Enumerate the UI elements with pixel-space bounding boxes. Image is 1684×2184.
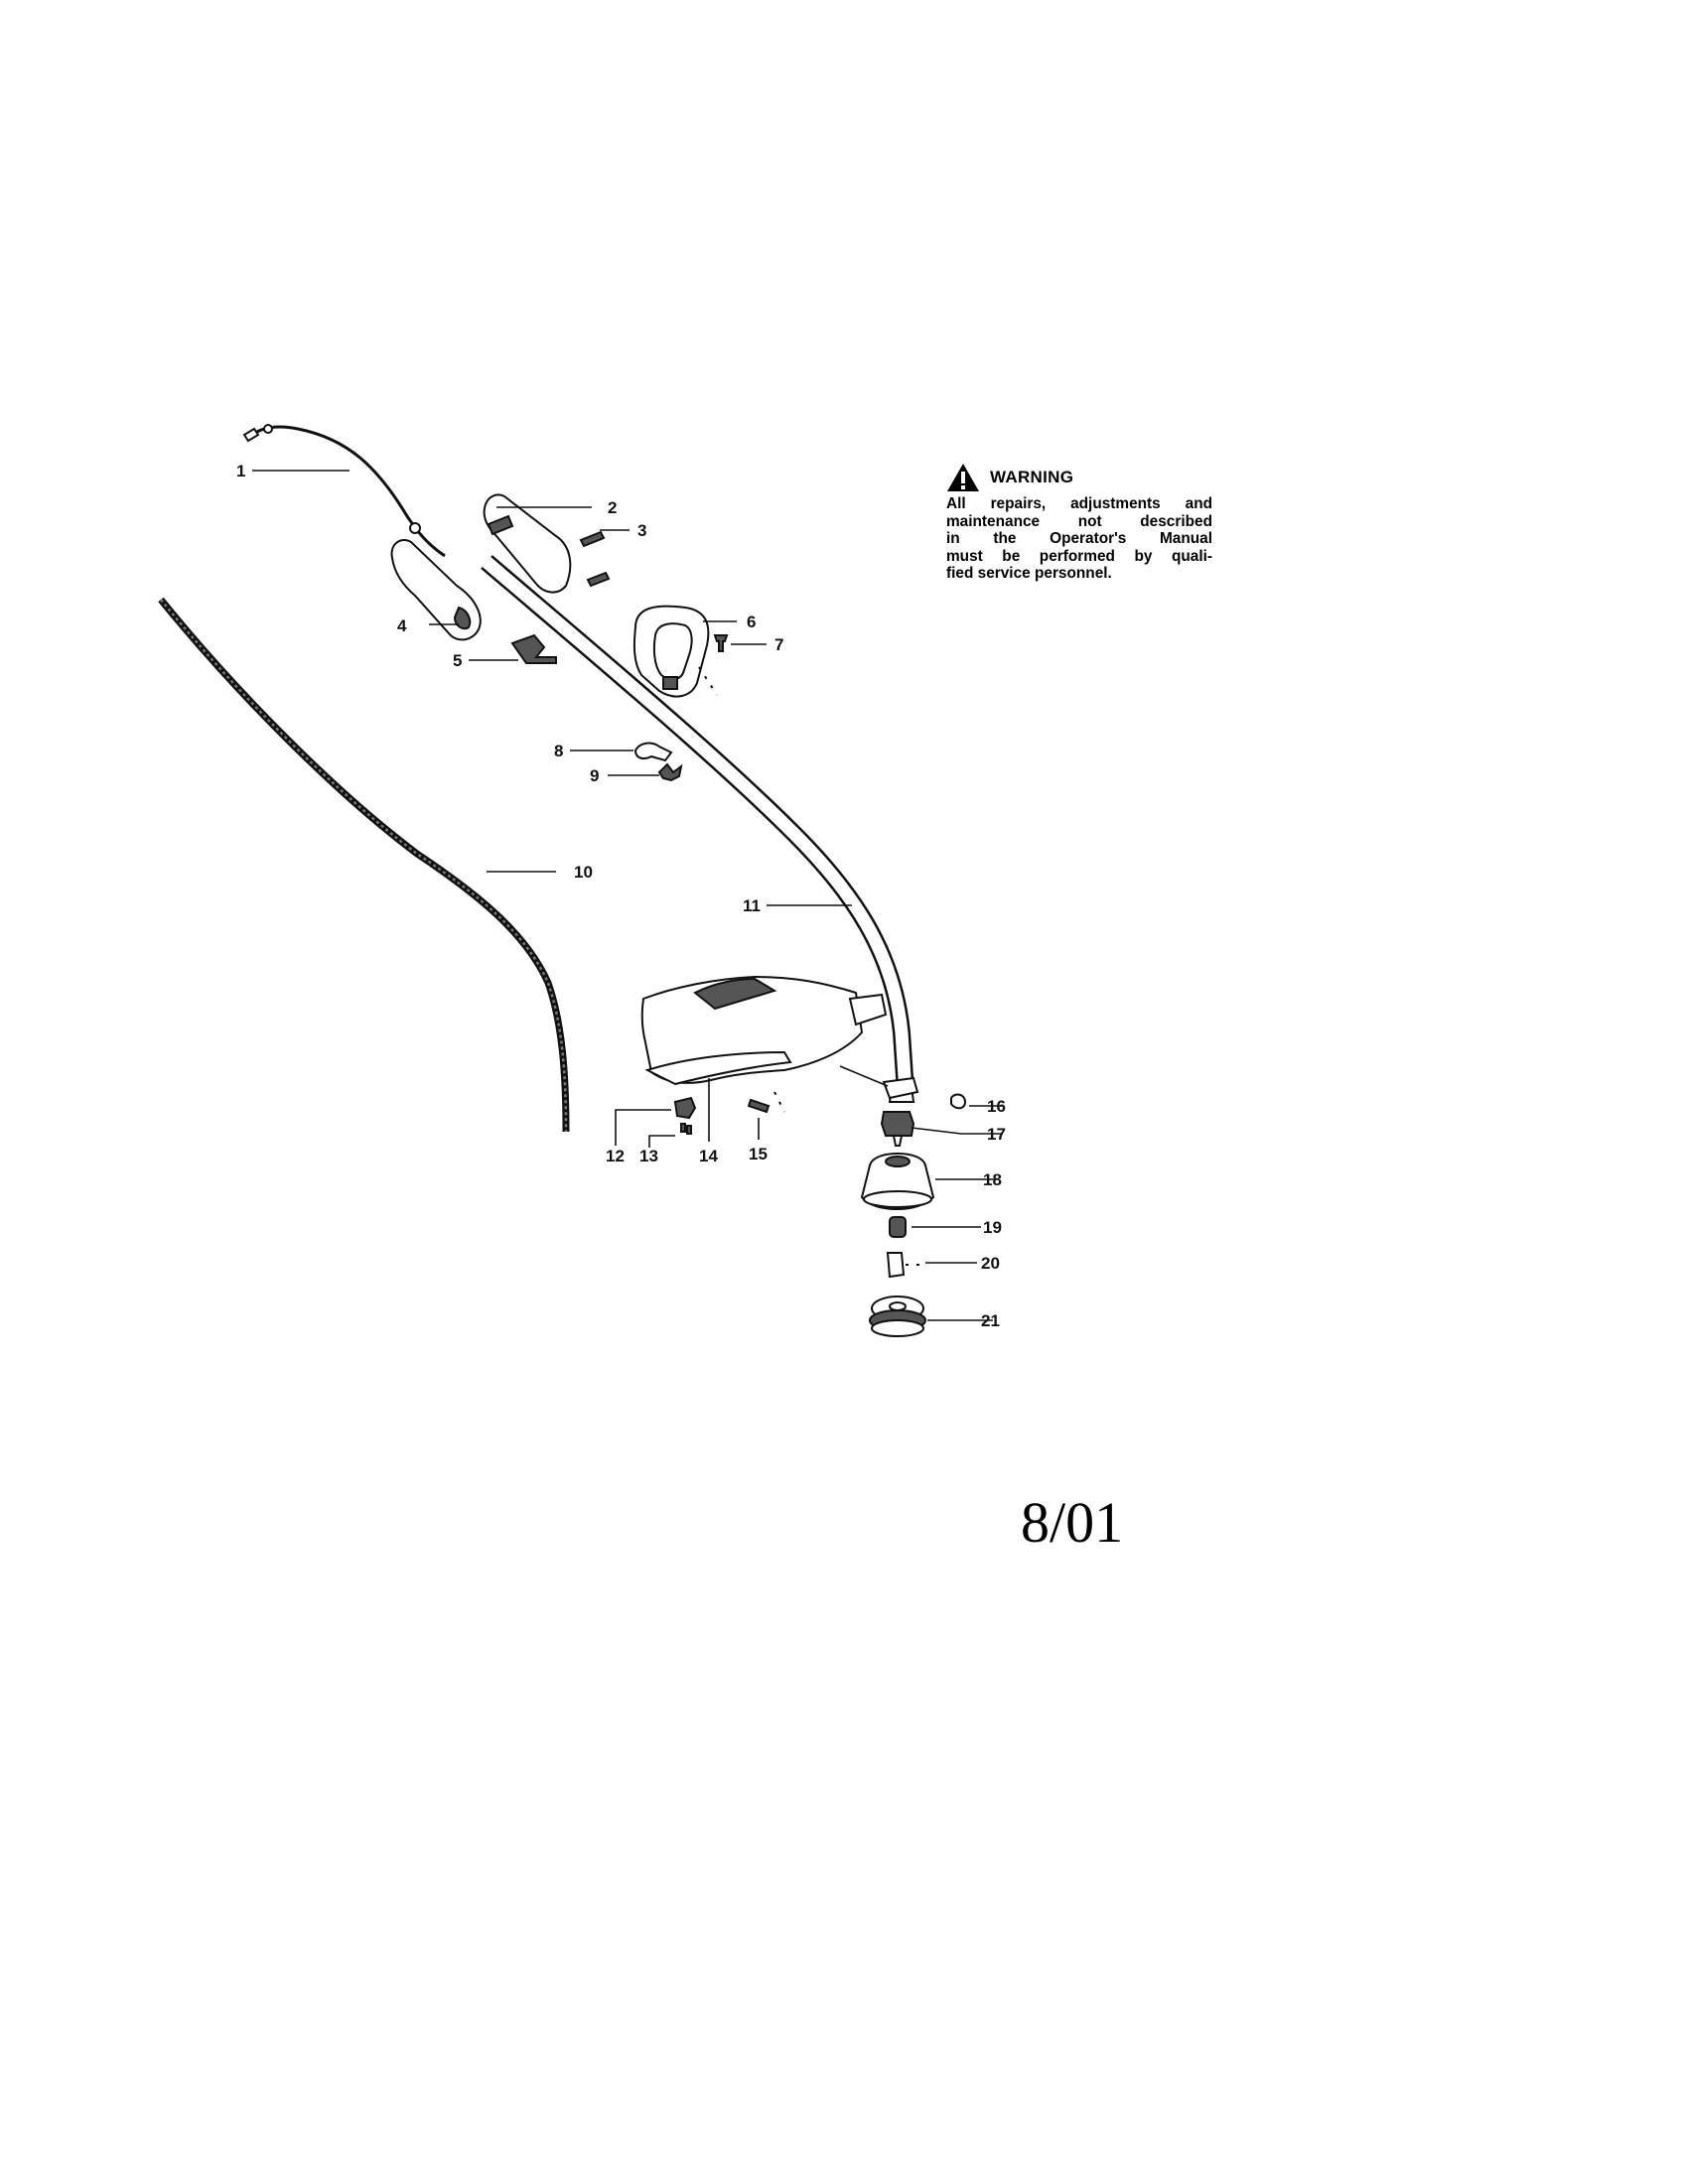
part-8-clamp <box>633 742 673 762</box>
part-18-head-housing <box>860 1152 935 1211</box>
part-19-spring <box>889 1216 907 1238</box>
part-7-handle-screw <box>698 634 729 696</box>
part-9-wing-nut <box>657 762 683 782</box>
callout-21: 21 <box>981 1311 1000 1330</box>
part-14-grass-shield <box>640 975 888 1086</box>
callout-7: 7 <box>774 635 783 654</box>
callout-12: 12 <box>606 1147 625 1165</box>
warning-text-line: All repairs, adjustments and <box>946 495 1212 512</box>
part-13-cutter-screws <box>680 1123 692 1135</box>
part-1-throttle-cable <box>242 424 446 558</box>
warning-text-line: maintenance not described <box>946 512 1212 530</box>
part-2-handle-half <box>483 493 572 594</box>
warning-text-line: must be performed by quali- <box>946 547 1212 565</box>
date-stamp: 8/01 <box>1021 1490 1124 1555</box>
part-20-insert <box>886 1252 923 1279</box>
callout-16: 16 <box>987 1097 1006 1116</box>
part-6-loop-handle <box>632 605 710 698</box>
callout-13: 13 <box>639 1147 658 1165</box>
callout-17: 17 <box>987 1125 1006 1144</box>
callout-19: 19 <box>983 1218 1002 1237</box>
part-21-spool <box>869 1296 926 1337</box>
callout-10: 10 <box>574 863 593 882</box>
callout-3: 3 <box>637 521 646 540</box>
leader-lines <box>252 470 1003 1321</box>
callout-1: 1 <box>236 462 245 480</box>
part-4-handle-half <box>390 539 482 641</box>
part-10-drive-shaft <box>158 597 570 1133</box>
warning-text-line: in the Operator's Manual <box>946 530 1212 547</box>
callout-14: 14 <box>699 1147 718 1165</box>
callout-labels: 1 2 3 4 5 6 7 8 9 10 11 12 13 14 15 16 1… <box>236 462 1006 1330</box>
callout-4: 4 <box>397 616 407 635</box>
callout-5: 5 <box>453 651 462 670</box>
callout-18: 18 <box>983 1170 1002 1189</box>
part-3-screws <box>579 530 611 588</box>
warning-title: WARNING <box>990 468 1074 486</box>
callout-9: 9 <box>590 766 599 785</box>
part-16-bracket <box>839 1065 967 1110</box>
callout-8: 8 <box>554 742 563 760</box>
callout-2: 2 <box>608 498 617 517</box>
part-15-shield-screw <box>747 1091 785 1114</box>
part-12-line-cutter <box>673 1096 697 1120</box>
callout-20: 20 <box>981 1254 1000 1273</box>
callout-15: 15 <box>749 1145 768 1163</box>
warning-triangle-icon <box>947 464 979 491</box>
callout-6: 6 <box>747 613 756 631</box>
part-5-clip <box>510 633 557 664</box>
part-17-adapter-nut <box>880 1111 915 1147</box>
warning-header: WARNING <box>946 463 1212 492</box>
callout-11: 11 <box>743 896 761 915</box>
warning-text-line: fied service personnel. <box>946 565 1112 582</box>
warning-notice: WARNING All repairs, adjustments and mai… <box>946 463 1212 583</box>
